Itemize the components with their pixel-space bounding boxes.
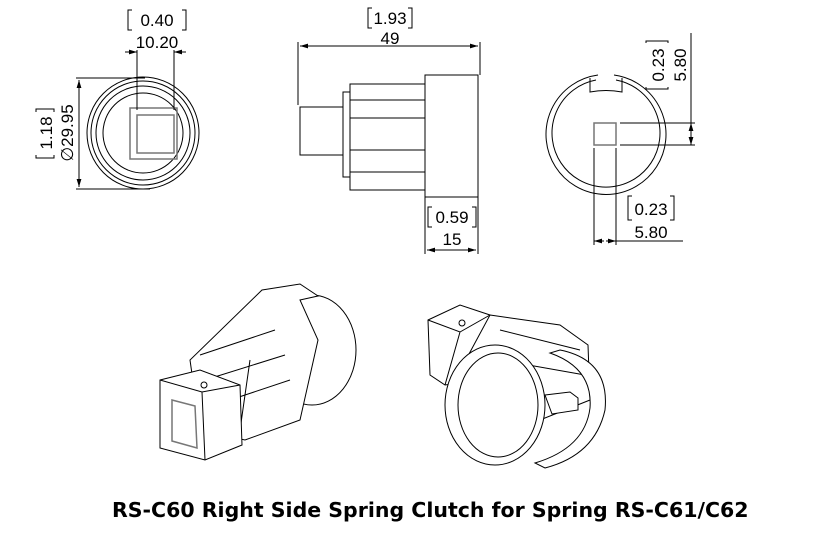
front-diameter-inch: 1.18: [37, 116, 56, 149]
side-length-inch: 1.93: [373, 9, 406, 28]
isometric-view-front: [159, 283, 357, 461]
back-height-mm: 5.80: [671, 48, 690, 81]
side-cap-inch: 0.59: [435, 208, 468, 227]
front-diameter-mm: ∅29.95: [58, 104, 77, 161]
drawing-title: RS-C60 Right Side Spring Clutch for Spri…: [112, 498, 749, 522]
front-width-inch: 0.40: [140, 11, 173, 30]
back-width-inch: 0.23: [634, 200, 667, 219]
isometric-view-back: [427, 304, 606, 469]
side-view: 1.93 49 0.59 15: [297, 7, 481, 254]
front-width-mm: 10.20: [136, 33, 179, 52]
back-view: 0.23 5.80 0.23 5.80: [545, 33, 695, 245]
side-cap-mm: 15: [443, 230, 462, 249]
back-width-mm: 5.80: [634, 223, 667, 242]
front-view: 0.40 10.20 1.18 ∅29.95: [35, 9, 200, 190]
side-length-mm: 49: [381, 29, 400, 48]
back-height-inch: 0.23: [649, 48, 668, 81]
